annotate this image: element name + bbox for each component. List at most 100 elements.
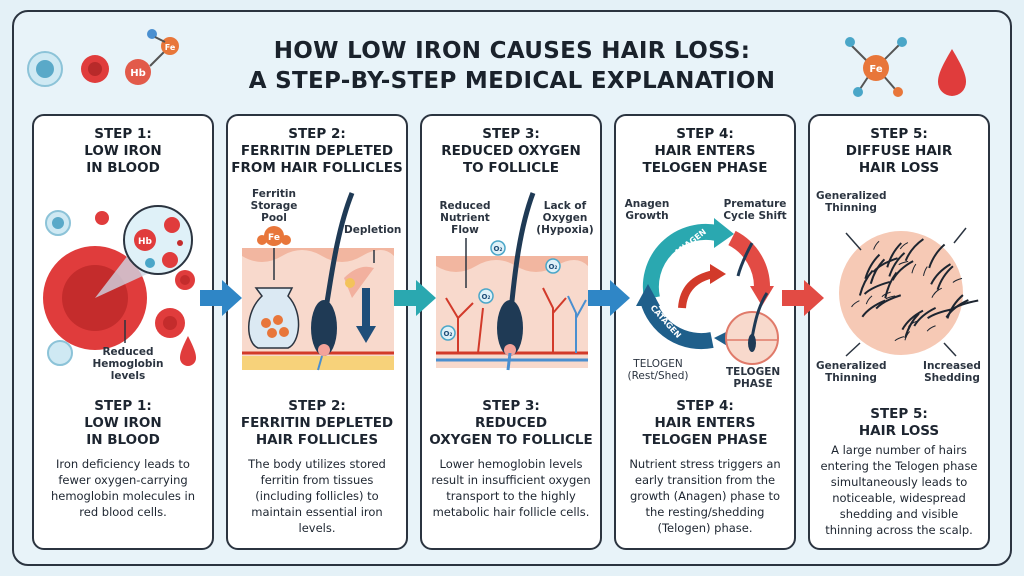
heading-line: IN BLOOD	[86, 160, 160, 176]
reduced-nutrient-flow-label: Reduced Nutrient Flow	[439, 200, 491, 236]
premature-cycle-shift-label: Premature Cycle Shift	[723, 198, 787, 222]
fe-label: Fe	[165, 43, 176, 52]
oxygen-follicle-illustration: O₂ O₂ O₂ O₂ Reduced Nutrient Flow Lack o…	[428, 188, 594, 393]
fe-label: Fe	[268, 233, 280, 243]
heading-line: REDUCED	[474, 415, 548, 431]
hb-label: Hb	[130, 68, 146, 79]
hair-strand	[898, 260, 909, 266]
hair-strand	[904, 331, 911, 341]
step-4-description: Nutrient stress triggers an early transi…	[629, 457, 781, 535]
heading-line: STEP 1:	[94, 126, 152, 142]
arrow-right-icon	[588, 280, 630, 316]
reduced-hemoglobin-label: Reduced Hemoglobin levels	[92, 346, 164, 382]
hair-strand	[946, 294, 964, 319]
blood-cells-decoration-icon: Hb Fe	[27, 29, 179, 87]
heading-line: FERRITIN DEPLETED	[240, 415, 394, 431]
telogen-phase-label: TELOGEN PHASE	[726, 366, 781, 390]
heading-line: TELOGEN PHASE	[642, 160, 768, 176]
hair-strand	[864, 253, 881, 280]
hair-strand	[851, 300, 860, 308]
hair-strand	[933, 287, 942, 295]
heading-line: HAIR ENTERS	[654, 415, 756, 431]
red-blood-cell-illustration: Hb Reduced Hemoglobin levels	[40, 188, 206, 393]
fe-label: Fe	[869, 64, 882, 75]
step-5-description: A large number of hairs entering the Tel…	[820, 443, 978, 537]
step-5-summary-heading: STEP 5:HAIR LOSS	[810, 406, 988, 440]
heading-line: STEP 4:	[676, 126, 734, 142]
heading-line: STEP 1:	[94, 398, 152, 414]
hair-strand	[858, 269, 874, 296]
o2-label: O₂	[481, 293, 490, 301]
heading-line: LOW IRON	[84, 415, 162, 431]
hair-strand	[952, 277, 963, 283]
heading-line: OXYGEN TO FOLLICLE	[429, 432, 593, 448]
heading-line: REDUCED OXYGEN	[441, 143, 581, 159]
hair-strand	[873, 240, 880, 250]
hair-strand	[911, 263, 917, 274]
page-title: HOW LOW IRON CAUSES HAIR LOSS: A STEP-BY…	[0, 36, 1024, 96]
hair-cycle-illustration: ANAGEN CATAGEN Anagen Growth Premature C…	[622, 188, 788, 393]
heading-line: STEP 3:	[482, 398, 540, 414]
heading-line: TELOGEN PHASE	[642, 432, 768, 448]
o2-label: O₂	[443, 330, 452, 338]
heading-line: STEP 5:	[870, 126, 928, 142]
step-2-description: The body utilizes stored ferritin from t…	[248, 457, 386, 535]
hair-strand	[872, 257, 898, 273]
heading-line: TO FOLLICLE	[462, 160, 560, 176]
hair-strand	[888, 252, 906, 277]
heading-line: FROM HAIR FOLLICLES	[231, 160, 403, 176]
heading-line: HAIR LOSS	[858, 160, 940, 176]
hair-strand	[922, 266, 928, 276]
hair-strand	[875, 294, 902, 310]
hair-strand	[904, 238, 924, 262]
hair-strand	[885, 295, 896, 300]
hair-strand	[928, 243, 946, 269]
hair-strand	[863, 280, 891, 295]
hair-strand	[930, 263, 952, 285]
telogen-rest-label: TELOGEN (Rest/Shed)	[627, 358, 689, 382]
hair-strand	[926, 325, 936, 332]
hair-strand	[908, 320, 918, 327]
arrow-right-icon	[200, 280, 242, 316]
heading-line: HAIR LOSS	[858, 423, 940, 439]
hair-strand	[901, 309, 924, 331]
heading-line: HAIR ENTERS	[654, 143, 756, 159]
hair-strand	[891, 260, 914, 281]
hair-strand	[884, 271, 898, 299]
ferritin-storage-pool-label: Ferritin Storage Pool	[250, 188, 298, 224]
heading-line: IN BLOOD	[86, 432, 160, 448]
heading-line: STEP 3:	[482, 126, 540, 142]
generalized-thinning-label: Generalized Thinning	[816, 360, 887, 384]
heading-line: LOW IRON	[84, 143, 162, 159]
title-line-1: HOW LOW IRON CAUSES HAIR LOSS:	[273, 38, 751, 64]
depletion-label: Depletion	[344, 224, 402, 236]
hair-strand	[936, 265, 954, 290]
arrow-right-icon	[782, 280, 824, 316]
iron-molecule-decoration-icon: Fe	[845, 37, 966, 97]
hair-strand	[899, 242, 909, 250]
arrow-right-icon	[394, 280, 436, 316]
step-1-description: Iron deficiency leads to fewer oxygen-ca…	[50, 457, 196, 519]
heading-line: STEP 5:	[870, 406, 928, 422]
ferritin-follicle-illustration: Fe Ferritin Storage Pool Depletion	[234, 188, 402, 393]
hair-strand	[894, 336, 905, 342]
thinning-scalp-illustration: Generalized Thinning Generalized Thinnin…	[816, 188, 982, 393]
heading-line: STEP 2:	[288, 398, 346, 414]
step-3-description: Lower hemoglobin levels result in insuff…	[431, 457, 591, 519]
heading-line: DIFFUSE HAIR	[845, 143, 953, 159]
hair-strand	[861, 299, 886, 318]
heading-line: STEP 2:	[288, 126, 346, 142]
generalized-thinning-label: Generalized Thinning	[816, 190, 887, 214]
lack-of-oxygen-label: Lack of Oxygen (Hypoxia)	[536, 200, 594, 236]
increased-shedding-label: Increased Shedding	[923, 360, 981, 384]
